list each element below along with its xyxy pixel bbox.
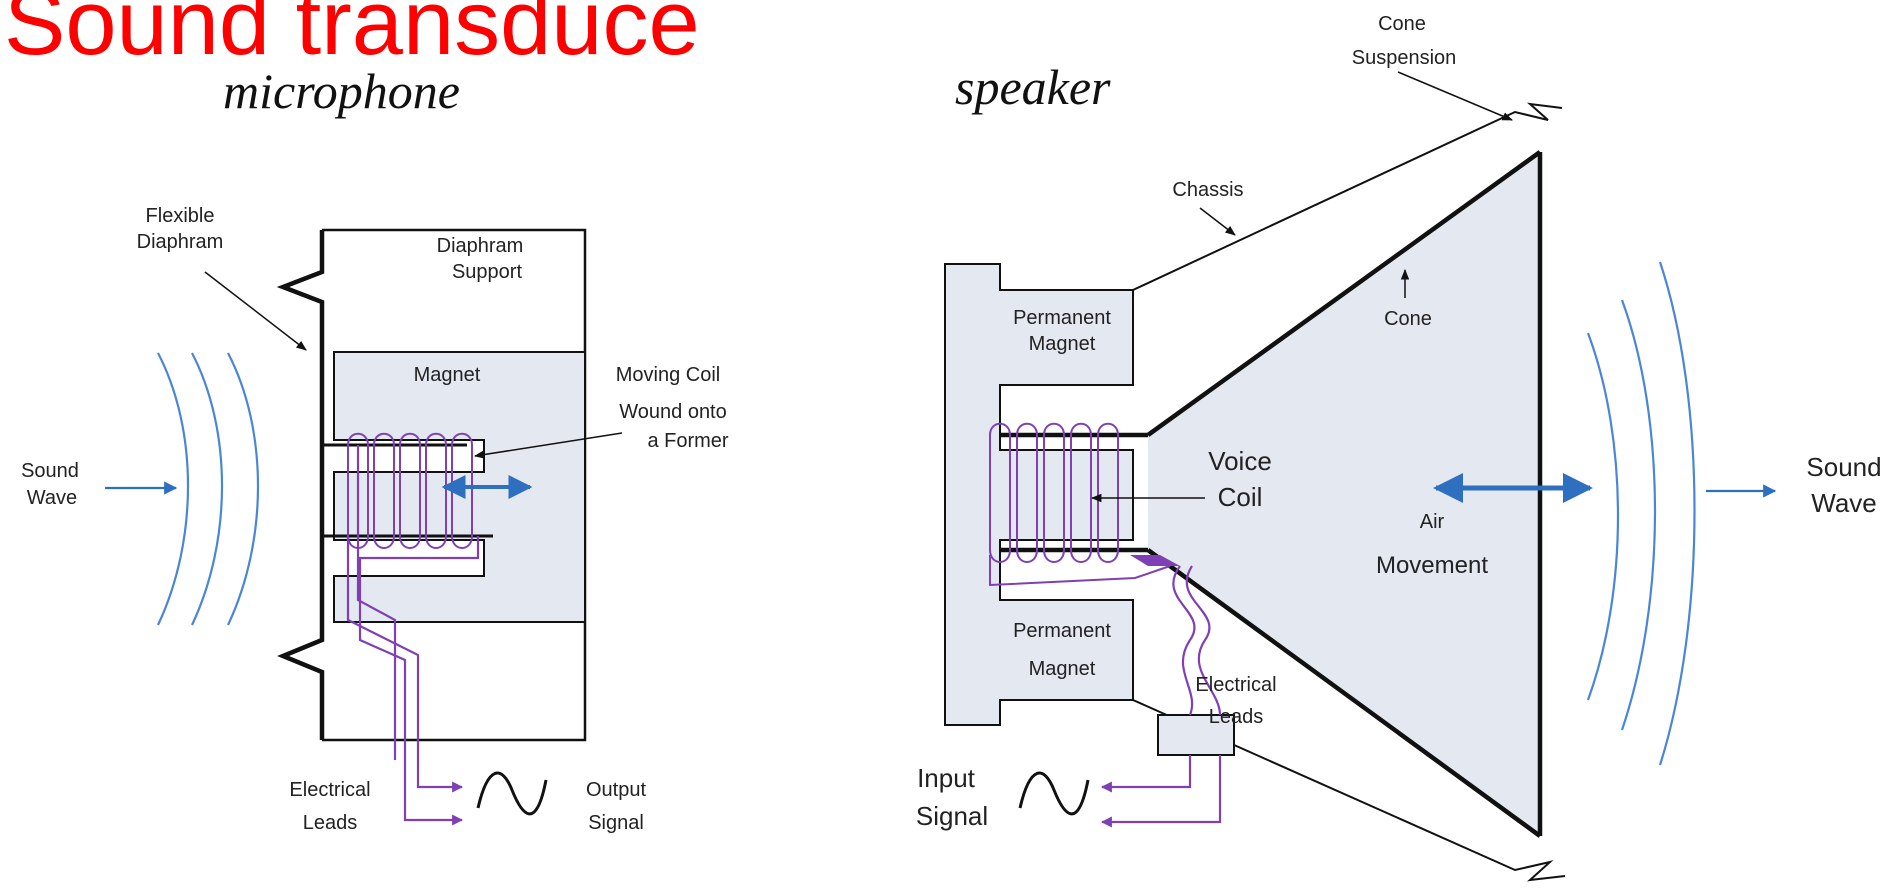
- diaphragm-support-label: Diaphram: [437, 235, 524, 257]
- cone-label: Cone: [1384, 308, 1432, 330]
- cone-suspension-label: Cone: [1378, 13, 1426, 35]
- moving-coil-label: Moving Coil: [616, 364, 720, 386]
- chassis-label: Chassis: [1172, 179, 1243, 201]
- flexible-diaphragm: [276, 230, 325, 740]
- input-signal-icon: [1018, 771, 1090, 816]
- page-title: Sound transduce: [4, 0, 700, 74]
- speaker-electrical-leads-label: Leads: [1209, 706, 1264, 728]
- speaker-sound-wave-label: Sound: [1806, 452, 1881, 482]
- diaphragm-support-label: Support: [452, 261, 522, 283]
- permanent-magnet-top-label: Magnet: [1029, 333, 1096, 355]
- cone-edge-bottom: [1146, 548, 1542, 838]
- moving-coil-pointer: [473, 432, 623, 459]
- voice-coil-label: Voice: [1208, 446, 1272, 476]
- moving-coil-label: a Former: [647, 430, 728, 452]
- speaker-sound-waves: [1586, 261, 1696, 766]
- output-signal-label: Output: [586, 779, 646, 801]
- speaker-magnet-assembly: [944, 263, 1134, 726]
- cone-edge-top: [1146, 150, 1542, 437]
- magnet-label: Magnet: [414, 364, 481, 386]
- moving-coil-label: Wound onto: [619, 401, 727, 423]
- speaker-terminal-block: [1157, 714, 1235, 756]
- mic-electrical-leads-label: Leads: [303, 812, 358, 834]
- output-signal-label: Signal: [588, 812, 644, 834]
- moving-coil: [347, 432, 473, 549]
- voice-coil-label: Coil: [1218, 482, 1263, 512]
- speaker-cone: [1148, 152, 1540, 836]
- microphone-heading: microphone: [223, 63, 460, 119]
- air-movement-label: Air: [1420, 511, 1445, 533]
- permanent-magnet-top-label: Permanent: [1013, 307, 1111, 329]
- flexible-diaphragm-label: Flexible: [146, 205, 215, 227]
- chassis-pointer: [1199, 207, 1236, 236]
- speaker-electrical-leads-label: Electrical: [1195, 674, 1276, 696]
- mic-electrical-leads: [346, 445, 480, 826]
- permanent-magnet-bottom-label: Magnet: [1029, 658, 1096, 680]
- voice-coil-lead-bar: [1130, 555, 1180, 566]
- input-signal-label: Input: [917, 763, 976, 793]
- mic-electrical-leads-label: Electrical: [289, 779, 370, 801]
- flexible-diaphragm-label: Diaphram: [137, 231, 224, 253]
- speaker-sound-wave-label: Wave: [1811, 488, 1877, 518]
- output-signal-icon: [476, 771, 548, 816]
- mic-sound-wave-label: Wave: [27, 487, 77, 509]
- voice-coil: [989, 422, 1119, 563]
- speaker-heading: speaker: [955, 59, 1111, 115]
- speaker-electrical-leads: [1100, 565, 1222, 828]
- cone-suspension-label: Suspension: [1352, 47, 1457, 69]
- mic-sound-wave-label: Sound: [21, 460, 79, 482]
- mic-sound-waves: [157, 352, 260, 626]
- microphone-diagram: microphone: [21, 63, 729, 834]
- permanent-magnet-bottom-label: Permanent: [1013, 620, 1111, 642]
- input-signal-label: Signal: [916, 801, 988, 831]
- speaker-chassis: [1132, 102, 1566, 882]
- voice-coil-lead-loop: [989, 555, 1171, 587]
- speaker-diagram: speaker: [916, 13, 1882, 882]
- air-movement-label: Movement: [1376, 552, 1488, 579]
- flexible-diaphragm-pointer: [204, 271, 307, 351]
- cone-suspension-pointer: [1397, 71, 1513, 121]
